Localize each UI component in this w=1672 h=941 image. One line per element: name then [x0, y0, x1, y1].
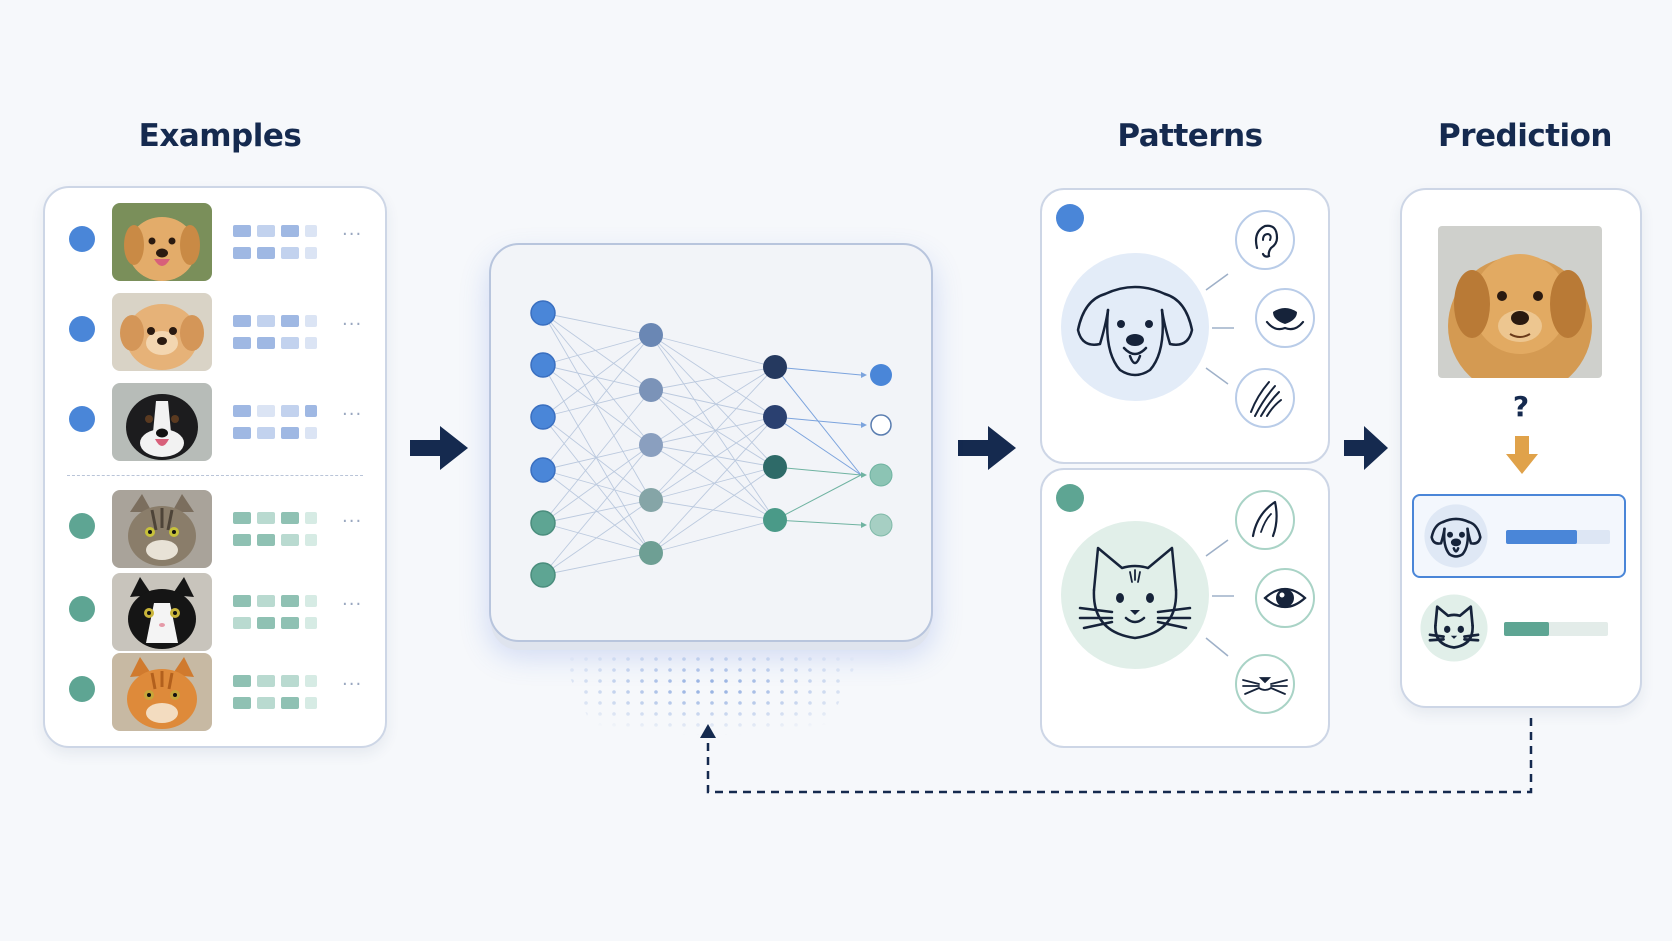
feedback-loop-arrow [700, 718, 1533, 794]
down-arrow-icon [1506, 436, 1538, 474]
cat-class-dot [69, 513, 95, 539]
example-row-cat-2: ... [45, 573, 385, 651]
dog-score-bar-track [1506, 530, 1610, 544]
hidden-layer-1 [639, 323, 663, 565]
example-row-dog-1: ... [45, 203, 385, 281]
example-row-dog-2: ... [45, 293, 385, 371]
orange-cat-photo [112, 653, 212, 731]
dog-nose-icon [1255, 288, 1315, 348]
cat-face-icon [1420, 594, 1488, 662]
cat-score-bar-fill [1504, 622, 1549, 636]
output-layer [869, 364, 893, 537]
pointed-ear-icon [1235, 490, 1295, 550]
input-dog-photo [1438, 226, 1602, 378]
question-mark: ? [1512, 390, 1530, 423]
tabby-cat-photo [112, 490, 212, 568]
data-dots-pattern [560, 655, 860, 745]
fluffy-puppy-photo [112, 293, 212, 371]
example-row-dog-3: ... [45, 383, 385, 461]
cat-class-dot [69, 596, 95, 622]
flow-arrow-2 [958, 426, 1016, 470]
flow-arrow-3 [1344, 426, 1388, 470]
cat-class-dot [1056, 484, 1084, 512]
prediction-result-cat [1412, 588, 1622, 668]
patterns-heading: Patterns [1117, 118, 1263, 154]
network-connections [542, 312, 776, 576]
tuxedo-cat-photo [112, 573, 212, 651]
dog-score-bar-fill [1506, 530, 1577, 544]
border-collie-photo [112, 383, 212, 461]
input-layer [530, 300, 556, 588]
fur-icon [1235, 368, 1295, 428]
dog-patterns-panel [1040, 188, 1330, 464]
dog-class-dot [1056, 204, 1084, 232]
examples-panel: ... ... [43, 186, 387, 748]
whiskers-icon [1235, 654, 1295, 714]
output-connections [774, 366, 867, 528]
example-row-cat-3: ... [45, 653, 385, 731]
eye-icon [1255, 568, 1315, 628]
cat-score-bar-track [1504, 622, 1608, 636]
dog-class-dot [69, 406, 95, 432]
prediction-panel: ? [1400, 188, 1642, 708]
pattern-connectors [1205, 539, 1234, 657]
more-indicator: ... [342, 506, 363, 527]
cat-face-icon [1061, 521, 1209, 669]
class-divider [67, 475, 363, 476]
pattern-connectors [1205, 273, 1234, 385]
examples-heading: Examples [138, 118, 302, 154]
prediction-heading: Prediction [1437, 118, 1613, 154]
cat-patterns-panel [1040, 468, 1330, 748]
ear-icon [1235, 210, 1295, 270]
neural-network-model [489, 243, 933, 642]
more-indicator: ... [342, 219, 363, 240]
more-indicator: ... [342, 309, 363, 330]
dog-face-icon [1061, 253, 1209, 401]
dog-class-dot [69, 316, 95, 342]
golden-puppy-photo [112, 203, 212, 281]
hidden-layer-2 [763, 355, 787, 532]
more-indicator: ... [342, 669, 363, 690]
dog-class-dot [69, 226, 95, 252]
flow-arrow-1 [410, 426, 468, 470]
prediction-result-dog [1412, 494, 1626, 578]
more-indicator: ... [342, 589, 363, 610]
network-graph [530, 300, 893, 588]
more-indicator: ... [342, 399, 363, 420]
dog-face-icon [1424, 504, 1488, 568]
example-row-cat-1: ... [45, 490, 385, 568]
cat-class-dot [69, 676, 95, 702]
